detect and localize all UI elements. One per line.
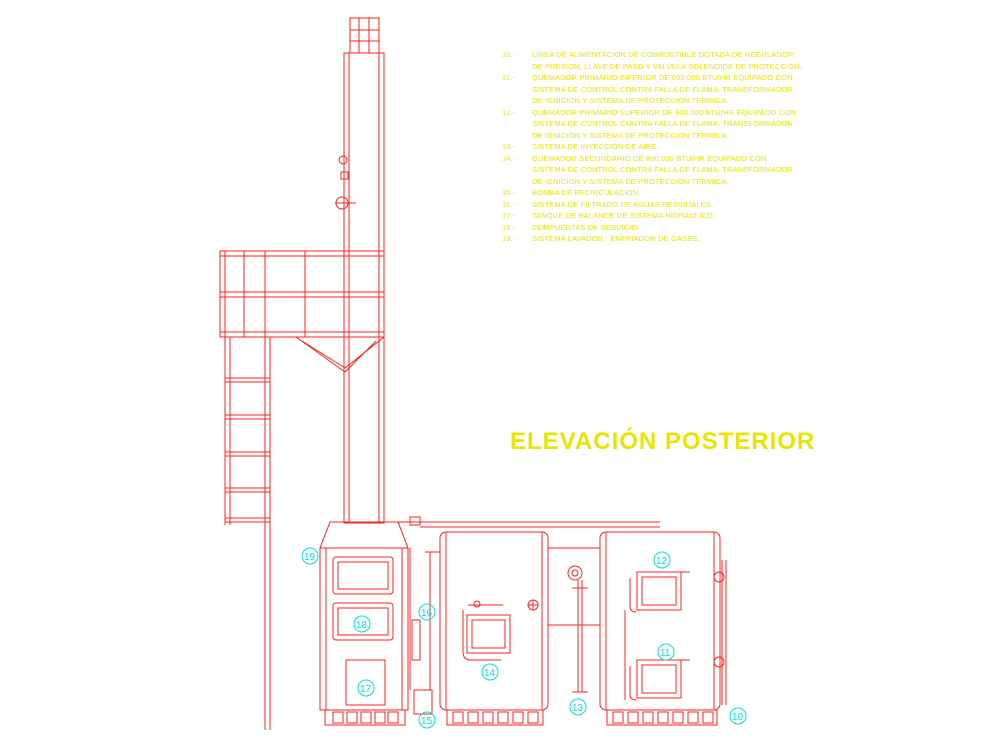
air-injection-system (548, 547, 600, 693)
legend-item: 19.-SISTEMA LAVADOR - ENFRIADOR DE GASES… (502, 234, 700, 243)
tag-18: 18 (356, 620, 368, 631)
tag-10: 10 (732, 712, 744, 723)
legend-item: 16.-SISTEMA DE FILTRADO DE AGUAS RESIDUA… (502, 199, 714, 209)
drawing-title: ELEVACIÓN POSTERIOR (510, 428, 816, 455)
tag-14: 14 (484, 668, 496, 679)
legend-item: 11.-QUEMADOR PRIMARIO INFERIOR DE 600,00… (502, 73, 794, 105)
tag-16: 16 (421, 608, 433, 619)
chimney-stack (343, 52, 385, 524)
tag-11: 11 (660, 648, 671, 659)
platform-structure (219, 250, 385, 373)
legend-item: 17.-TANQUE DE BALANCE DE SISTEMA HIDRAUL… (502, 211, 716, 220)
legend-item: 14.-QUEMADOR SECUNDARIO DE 800,000 BTU/H… (502, 153, 794, 186)
legend: 10.-LINEA DE ALIMENTACION DE COMBUSTIBLE… (502, 49, 802, 245)
tag-13: 13 (572, 703, 584, 714)
tag-15: 15 (421, 716, 433, 727)
tag-17: 17 (360, 684, 372, 695)
secondary-chamber (439, 531, 549, 726)
chimney-cap (349, 17, 380, 54)
primary-chamber (599, 531, 727, 726)
scrubber-unit (319, 516, 660, 726)
legend-item: 10.-LINEA DE ALIMENTACION DE COMBUSTIBLE… (502, 50, 802, 71)
legend-item: 18.-COMPUERTAS DE SERVICIO. (502, 222, 640, 232)
legend-item: 15.-BOMBA DE RECIRCULACION. (502, 188, 641, 197)
legend-item: 13.-SISTEMA DE INYECCION DE AIRE. (502, 142, 659, 151)
tag-19: 19 (304, 552, 316, 563)
callout-tags (301, 547, 747, 729)
legend-item: 12.-QUEMADOR PRIMARIO SUPERIOR DE 600,00… (502, 107, 796, 140)
tag-12: 12 (656, 556, 668, 567)
ladder (224, 337, 271, 730)
